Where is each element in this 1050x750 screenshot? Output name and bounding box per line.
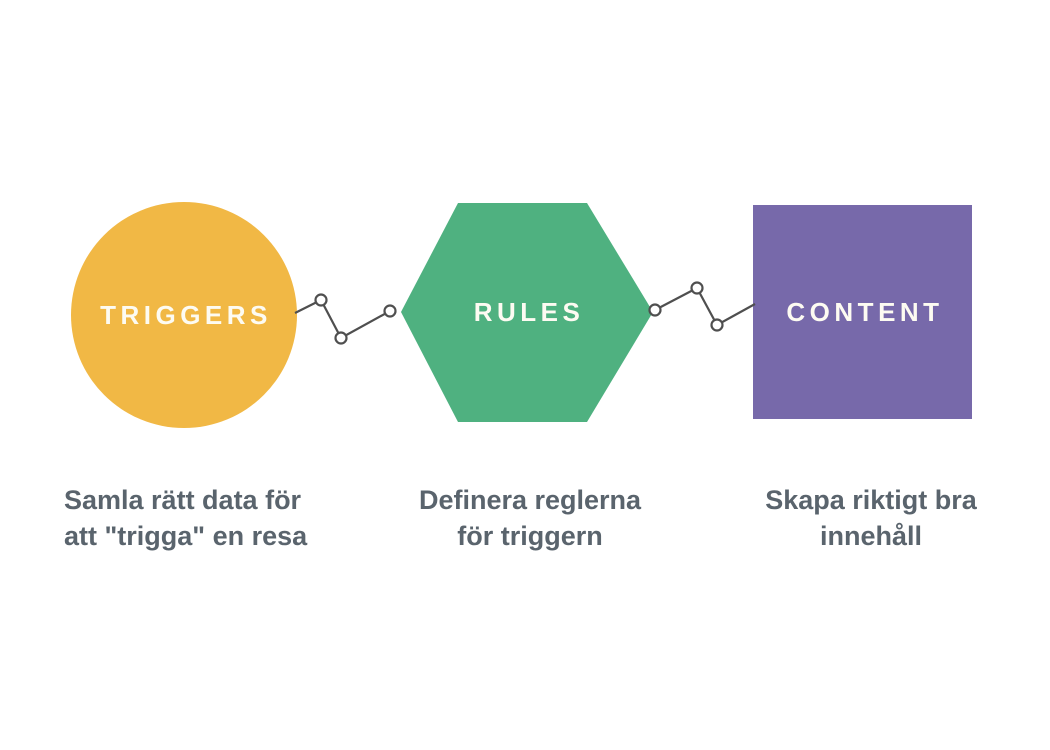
connector-node xyxy=(383,304,397,318)
connector-node xyxy=(710,318,724,332)
caption-content-line2: innehåll xyxy=(819,521,922,551)
connector-node xyxy=(314,293,328,307)
caption-triggers-line2: att "trigga" en resa xyxy=(64,521,308,551)
caption-content: Skapa riktigt bra innehåll xyxy=(721,482,1021,554)
connector-line-1 xyxy=(294,298,391,340)
connector-node xyxy=(334,331,348,345)
rules-hexagon-shape xyxy=(401,203,653,422)
caption-rules-line2: för triggern xyxy=(457,521,603,551)
caption-rules: Definera reglerna för triggern xyxy=(380,482,680,554)
caption-triggers-line1: Samla rätt data för xyxy=(64,485,302,515)
caption-rules-line1: Definera reglerna xyxy=(418,485,642,515)
caption-triggers: Samla rätt data för att "trigga" en resa xyxy=(64,482,307,554)
triggers-label: TRIGGERS xyxy=(100,300,272,330)
content-label: CONTENT xyxy=(786,297,943,327)
connector-node xyxy=(690,281,704,295)
triggers-circle-shape xyxy=(71,202,297,428)
connector-node xyxy=(648,303,662,317)
content-square-shape xyxy=(753,205,972,419)
connector-line-2 xyxy=(654,286,756,327)
caption-content-line1: Skapa riktigt bra xyxy=(765,485,977,515)
rules-label: RULES xyxy=(474,297,585,327)
